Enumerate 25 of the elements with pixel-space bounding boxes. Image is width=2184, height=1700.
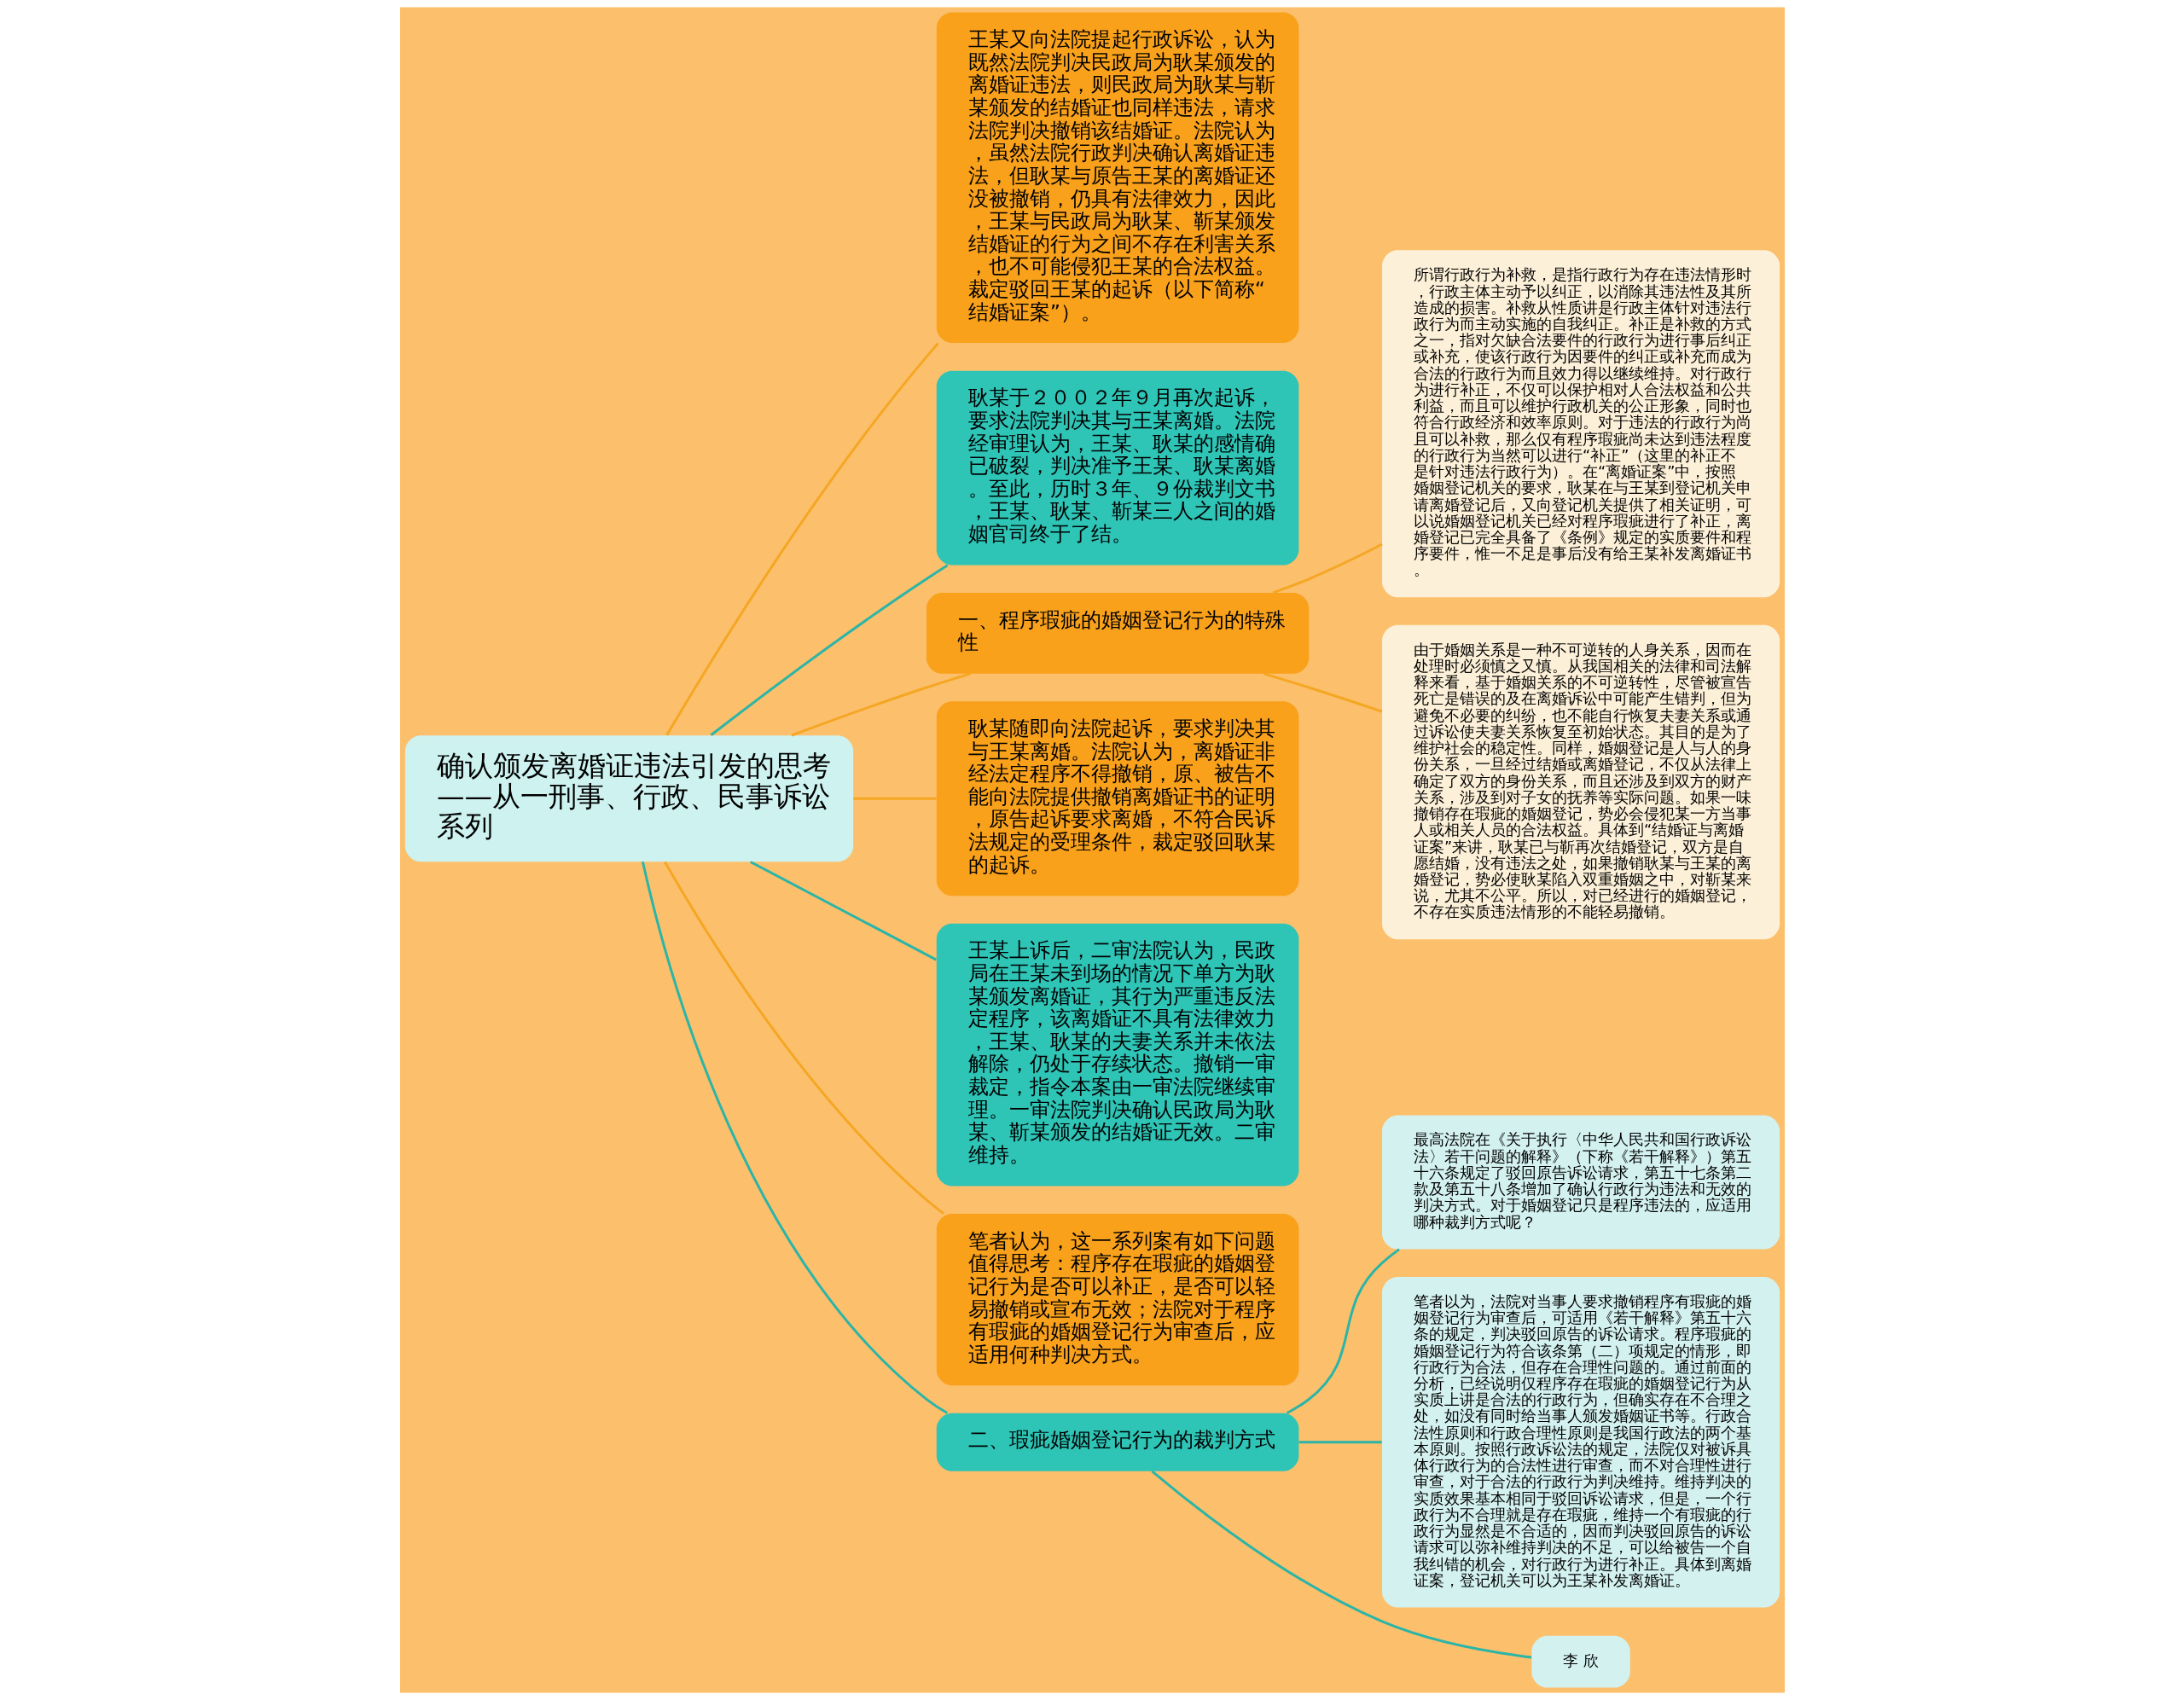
- connector: [663, 861, 944, 1215]
- node-box: 笔者以为，法院对当事人要求撤销程序有瑕疵的婚姻登记行为审查后，可适用《若干解释》第五十六条的规定，判决驳回原告的诉讼请求。程序瑕疵的婚姻登记行为符合该条第（二）项规定的情形，即行政行为合法，但存在合理性问题的。通过前面的分析，已经说明仅程序存在瑕疵的婚姻登记行为从实质上讲是合法的行政行为，但确实存在不合理之处，如没有同时给当事人颁发婚姻证书等。行政合法性原则和行政合理性原则是我国行政法的两个基本原则。按照行政诉讼法的规定，法院仅对被诉具体行政行为的合法性进行审查，而不对合理性进行审查，对于合法的行政行为判决维持。维持判决的实质效果基本相同于驳回诉讼请求，但是，一个行政行为不合理就是存在瑕疵，维持一个有瑕疵的行政行为显然是不合适的，因而判决驳回原告的诉讼请求可以弥补维持判决的不足，可以给被告一个自我纠错的机会，对行政行为进行补正。具体到离婚证案，登记机关可以为王某补发离婚证。: [1381, 1276, 1780, 1608]
- node-box: 一、程序瑕疵的婚姻登记行为的特殊性: [926, 593, 1309, 674]
- node-box: 所谓行政行为补救，是指行政行为存在违法情形时，行政主体主动予以纠正，以消除其违法性及其所造成的损害。补救从性质讲是行政主体针对违法行政行为而主动实施的自我纠正。补正是补救的方式之一，指对欠缺合法要件的行政行为进行事后纠正或补充，使该行政行为因要件的纠正或补充而成为合法的行政行为而且效力得以继续维持。对行政行为进行补正，不仅可以保护相对人合法权益和公共利益，而且可以维护行政机关的公正形象，同时也符合行政经济和效率原则。对于违法的行政行为尚且可以补救，那么仅有程序瑕疵尚未达到违法程度的行政行为当然可以进行“补正”（这里的补正不是针对违法行政行为）。在“离婚证案”中，按照婚姻登记机关的要求，耿某在与王某到登记机关申请离婚登记后，又向登记机关提供了相关证明，可以说婚姻登记机关已经对程序瑕疵进行了补正，离婚登记已完全具备了《条例》规定的实质要件和程序要件，惟一不足是事后没有给王某补发离婚证书。: [1381, 250, 1780, 598]
- connector: [1298, 1441, 1382, 1444]
- connector: [749, 861, 937, 961]
- node-box: 最高法院在《关于执行〈中华人民共和国行政诉讼法〉若干问题的解释》（下称《若干解释》）第五十六条规定了驳回原告诉讼请求，第五十七条第二款及第五十八条增加了确认行政行为违法和无效的判决方式。对于婚姻登记只是程序违法的，应适用哪种裁判方式呢？: [1381, 1115, 1780, 1250]
- node-box: 耿某于２００２年９月再次起诉，要求法院判决其与王某离婚。法院经审理认为，王某、耿某的感情确已破裂，判决准予王某、耿某离婚。至此，历时３年、９份裁判文书，王某、耿某、靳某三人之间的婚姻官司终于了结。: [936, 370, 1298, 566]
- connector: [852, 797, 936, 800]
- connector: [1286, 1248, 1400, 1415]
- node-box: 确认颁发离婚证违法引发的思考——从一刑事、行政、民事诉讼系列: [404, 735, 853, 862]
- node-box: 笔者认为，这一系列案有如下问题值得思考：程序存在瑕疵的婚姻登记行为是否可以补正，是否可以轻易撤销或宣布无效；法院对于程序有瑕疵的婚姻登记行为审查后，应适用何种判决方式。: [936, 1213, 1298, 1386]
- node-box: 王某又向法院提起行政诉讼，认为既然法院判决民政局为耿某颁发的离婚证违法，则民政局为耿某与靳某颁发的结婚证也同样违法，请求法院判决撤销该结婚证。法院认为，虽然法院行政判决确认离婚证违法，但耿某与原告王某的离婚证还没被撤销，仍具有法律效力，因此，王某与民政局为耿某、靳某颁发结婚证的行为之间不存在利害关系，也不可能侵犯王某的合法权益。裁定驳回王某的起诉（以下简称“结婚证案”）。: [936, 12, 1298, 344]
- node-box: 耿某随即向法院起诉，要求判决其与王某离婚。法院认为，离婚证非经法定程序不得撤销，原、被告不能向法院提供撤销离婚证书的证明，原告起诉要求离婚，不符合民诉法规定的受理条件，裁定驳回耿某的起诉。: [936, 701, 1298, 896]
- node-box: 二、瑕疵婚姻登记行为的裁判方式: [936, 1413, 1298, 1471]
- connector: [1263, 672, 1382, 713]
- node-box: 王某上诉后，二审法院认为，民政局在王某未到场的情况下单方为耿某颁发离婚证，其行为严重违反法定程序，该离婚证不具有法律效力，王某、耿某的夫妻关系并未依法解除，仍处于存续状态。撤销一审裁定，指令本案由一审法院继续审理。一审法院判决确认民政局为耿某、靳某颁发的结婚证无效。二审维持。: [936, 923, 1298, 1187]
- node-box: 李 欣: [1531, 1635, 1630, 1688]
- connector: [710, 564, 948, 736]
- connector: [1272, 542, 1383, 595]
- node-box: 由于婚姻关系是一种不可逆转的人身关系，因而在处理时必须慎之又慎。从我国相关的法律和司法解释来看，基于婚姻关系的不可逆转性，尽管被宣告死亡是错误的及在离婚诉讼中可能产生错判，但为避免不必要的纠纷，也不能自行恢复夫妻关系或通过诉讼使夫妻关系恢复至初始状态。其目的是为了维护社会的稳定性。同样，婚姻登记是人与人的身份关系，一旦经过结婚或离婚登记，不仅从法律上确定了双方的身份关系，而且还涉及到双方的财产关系，涉及到对子女的抚养等实际问题。如果一味撤销存在瑕疵的婚姻登记，势必会侵犯某一方当事人或相关人员的合法权益。具体到“结婚证与离婚证案”来讲，耿某已与靳再次结婚登记，双方是自愿结婚，没有违法之处，如果撤销耿某与王某的离婚登记，势必使耿某陷入双重婚姻之中，对靳某来说，尤其不公平。所以，对已经进行的婚姻登记，不存在实质违法情形的不能轻易撤销。: [1381, 624, 1780, 940]
- connector: [665, 342, 939, 736]
- connector: [791, 672, 971, 737]
- connector: [1151, 1470, 1531, 1659]
- connector: [641, 861, 948, 1414]
